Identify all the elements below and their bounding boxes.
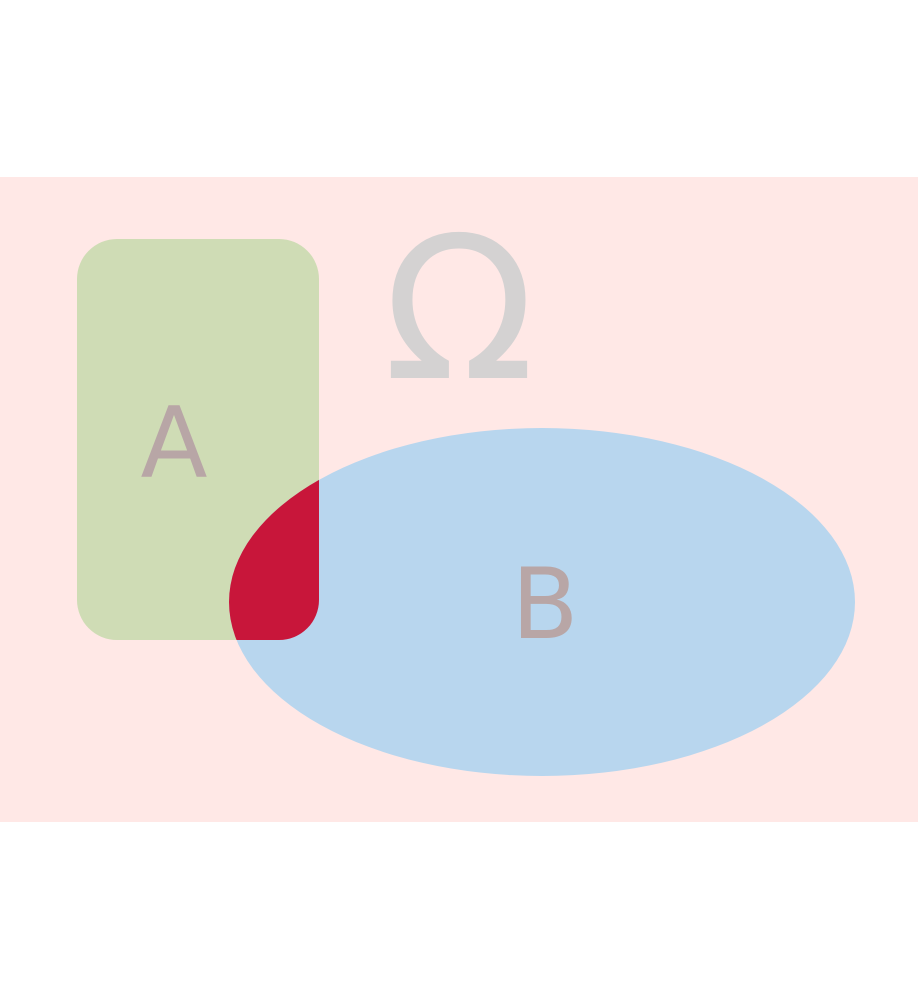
set-a-label: A [140, 387, 207, 501]
universe-label: Ω [383, 194, 534, 425]
set-b-ellipse [229, 428, 855, 776]
set-b-label: B [511, 548, 578, 662]
